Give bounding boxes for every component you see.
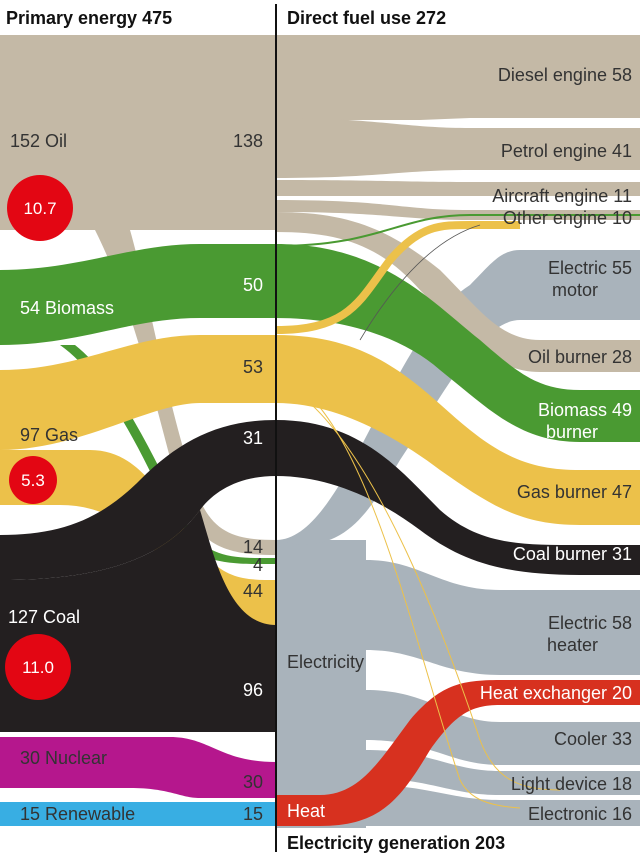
oil-loss-circle [7, 175, 73, 241]
device-heater-line1: Electric 58 [548, 613, 632, 633]
flow-electric-heater [366, 560, 640, 675]
flow-heat [276, 680, 640, 826]
device-aircraft: Aircraft engine 11 [492, 186, 632, 206]
device-diesel: Diesel engine 58 [498, 65, 632, 85]
gas-loss-value: 5.3 [21, 471, 45, 490]
source-oil-label: 152 Oil [10, 131, 67, 151]
electricity-block [276, 540, 366, 828]
renewable-elec-value: 15 [243, 804, 263, 824]
oil-loss-value: 10.7 [23, 199, 56, 218]
flow-electronic [366, 785, 640, 826]
gas-elec-value: 44 [243, 581, 263, 601]
biomass-elec-value: 4 [253, 555, 263, 575]
gas-direct-value: 53 [243, 357, 263, 377]
flow-light [366, 750, 640, 795]
flow-nuclear [0, 737, 276, 798]
flow-gas-direct [0, 335, 640, 525]
coal-loss-value: 11.0 [22, 658, 54, 677]
oil-direct-value: 138 [233, 131, 263, 151]
device-other-engine: Other engine 10 [503, 208, 632, 228]
flow-coal-direct [0, 420, 640, 580]
heat-label: Heat [287, 801, 325, 821]
device-heater-line2: heater [547, 635, 598, 655]
oil-source-band [0, 35, 640, 230]
device-biomass-burner-line1: Biomass 49 [538, 400, 632, 420]
flow-biomass-direct [0, 244, 640, 442]
electricity-label: Electricity [287, 652, 364, 672]
flow-gas-other-engine [275, 221, 520, 334]
coal-direct-value: 31 [243, 428, 263, 448]
source-coal-label: 127 Coal [8, 607, 80, 627]
device-cooler: Cooler 33 [554, 729, 632, 749]
source-biomass-label: 54 Biomass [20, 298, 114, 318]
biomass-direct-value: 50 [243, 275, 263, 295]
flow-petrol [276, 118, 640, 178]
flow-biomass-other-engine [275, 214, 640, 247]
flow-aircraft [276, 180, 640, 196]
header-primary: Primary energy 475 [6, 8, 172, 28]
device-heat-exchanger: Heat exchanger 20 [480, 683, 632, 703]
coal-loss-circle [5, 634, 71, 700]
gas-loss-circle [9, 456, 57, 504]
device-biomass-burner-line2: burner [546, 422, 598, 442]
flow-thin-line-c [359, 224, 481, 341]
header-generation: Electricity generation 203 [287, 833, 505, 853]
flow-oil-burner [276, 212, 640, 372]
oil-elec-value: 14 [243, 537, 263, 557]
device-gas-burner: Gas burner 47 [517, 482, 632, 502]
device-motor-line2: motor [552, 280, 598, 300]
nuclear-elec-value: 30 [243, 772, 263, 792]
device-light: Light device 18 [511, 774, 632, 794]
flow-thin-line-a [311, 404, 561, 791]
device-motor-line1: Electric 55 [548, 258, 632, 278]
source-nuclear-label: 30 Nuclear [20, 748, 107, 768]
header-direct: Direct fuel use 272 [287, 8, 446, 28]
device-electronic: Electronic 16 [528, 804, 632, 824]
coal-elec-value: 96 [243, 680, 263, 700]
device-coal-burner: Coal burner 31 [513, 544, 632, 564]
source-renewable-label: 15 Renewable [20, 804, 135, 824]
device-petrol: Petrol engine 41 [501, 141, 632, 161]
device-oil-burner: Oil burner 28 [528, 347, 632, 367]
flow-thin-line-b [317, 404, 521, 809]
source-gas-label: 97 Gas [20, 425, 78, 445]
flow-renewable [0, 802, 276, 826]
